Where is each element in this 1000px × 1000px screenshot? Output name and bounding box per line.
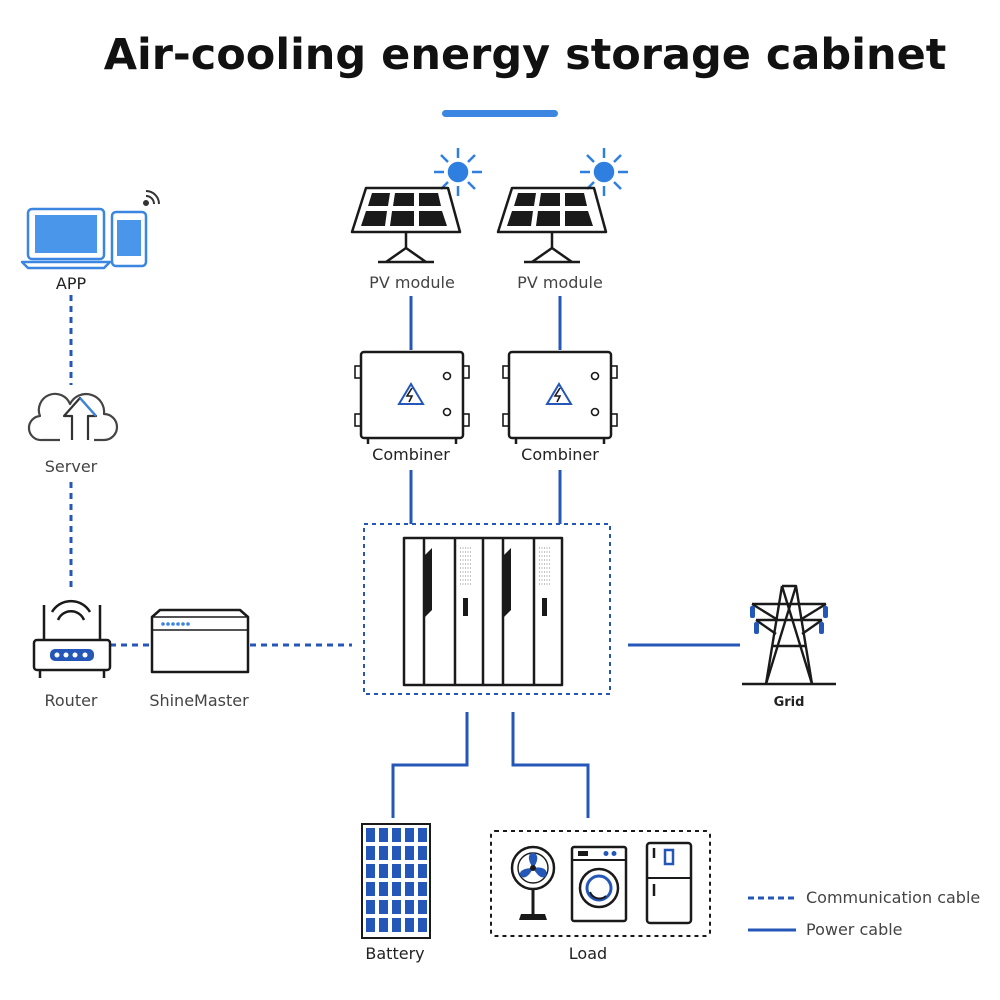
server-node: Server xyxy=(27,392,119,476)
battery-node: Battery xyxy=(361,823,431,963)
wifi-signal-icon xyxy=(143,190,160,206)
power-cables xyxy=(391,296,740,818)
router-node: Router xyxy=(32,599,112,710)
load-dashed-frame xyxy=(490,830,711,937)
energy-storage-cabinet-icon xyxy=(402,536,564,687)
power-cable-cabinet-load xyxy=(511,712,590,818)
insulator-icon xyxy=(750,606,828,634)
legend: Communication cable Power cable xyxy=(748,888,980,939)
battery-label: Battery xyxy=(365,944,424,963)
app-label: APP xyxy=(56,274,87,293)
pv-module-1-label: PV module xyxy=(369,273,455,292)
server-label: Server xyxy=(45,457,98,476)
router-icon xyxy=(32,599,112,678)
pv-module-1-node: PV module xyxy=(350,148,482,292)
cabinet-dashed-frame xyxy=(363,523,611,695)
shinemaster-node: ShineMaster xyxy=(149,608,250,710)
washing-machine-icon xyxy=(570,845,628,923)
router-label: Router xyxy=(44,691,97,710)
load-node: Load xyxy=(490,830,711,963)
shinemaster-label: ShineMaster xyxy=(149,691,249,710)
grid-node: Grid xyxy=(742,584,836,710)
solar-panel-icon xyxy=(350,148,482,264)
app-node: APP xyxy=(20,190,160,293)
phone-icon xyxy=(110,210,148,268)
combiner-2-label: Combiner xyxy=(521,445,599,464)
grid-label: Grid xyxy=(774,695,805,710)
load-label: Load xyxy=(569,944,607,963)
laptop-icon xyxy=(20,207,112,270)
cloud-upload-icon xyxy=(27,392,119,442)
combiner-1-node: Combiner xyxy=(354,350,470,464)
energy-storage-cabinet-node xyxy=(363,523,611,695)
transmission-tower-icon xyxy=(742,584,836,686)
title-underline xyxy=(442,110,558,117)
combiner-box-icon xyxy=(354,350,470,444)
sun-icon xyxy=(580,148,628,196)
refrigerator-icon xyxy=(645,841,693,925)
combiner-2-node: Combiner xyxy=(502,350,618,464)
solar-panel-icon xyxy=(496,148,628,264)
legend-communication-label: Communication cable xyxy=(806,888,980,907)
pv-module-2-node: PV module xyxy=(496,148,628,292)
power-cable-cabinet-battery xyxy=(391,712,469,818)
pv-module-2-label: PV module xyxy=(517,273,603,292)
communication-cables xyxy=(69,295,352,647)
combiner-1-label: Combiner xyxy=(372,445,450,464)
page-title: Air-cooling energy storage cabinet xyxy=(103,30,947,80)
legend-power-label: Power cable xyxy=(806,920,903,939)
datalogger-icon xyxy=(150,608,250,674)
battery-rack-icon xyxy=(361,823,431,939)
fan-icon xyxy=(510,845,556,920)
combiner-box-icon xyxy=(502,350,618,444)
